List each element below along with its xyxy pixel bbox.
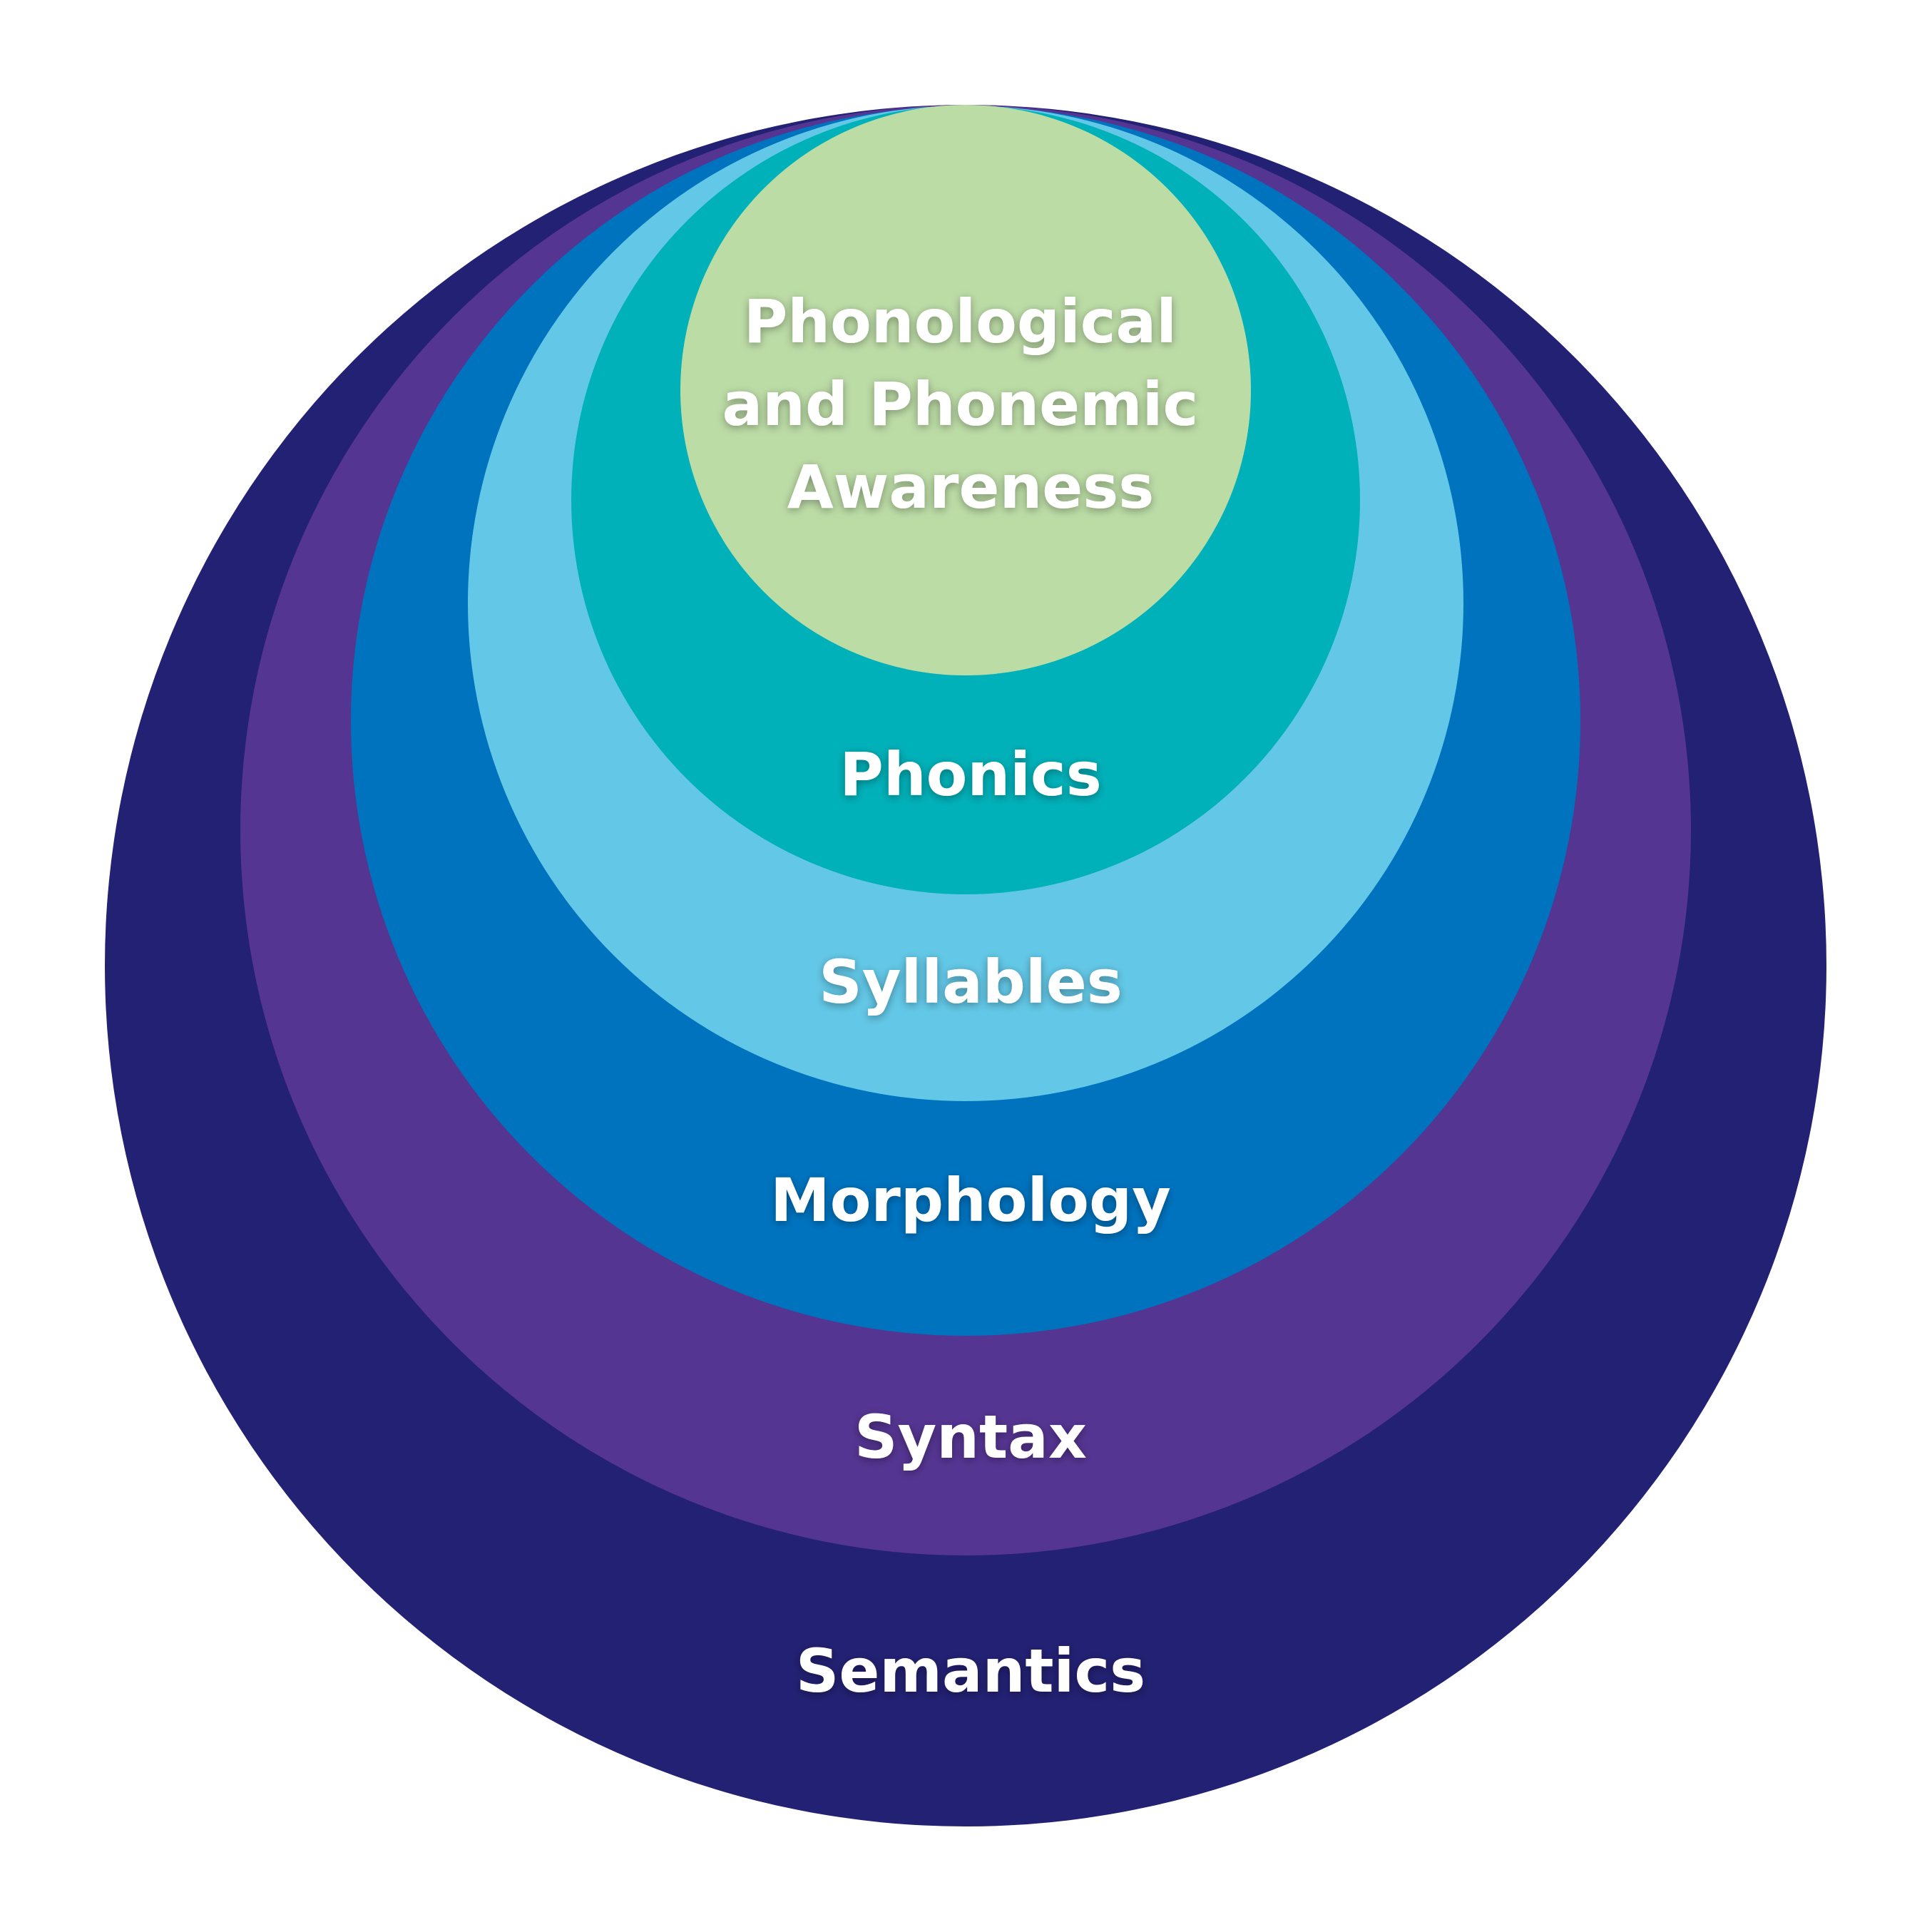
label-syllables: Syllables <box>819 947 1122 1017</box>
layer-phonological-circle <box>680 105 1251 675</box>
label-phonics: Phonics <box>839 740 1101 809</box>
label-phonological-line-3: Awareness <box>787 452 1154 522</box>
label-phonological-line-1: Phonological <box>744 287 1177 357</box>
label-morphology: Morphology <box>770 1165 1171 1235</box>
label-phonological: Phonological and Phonemic Awareness <box>722 287 1219 522</box>
label-phonological-line-2: and Phonemic <box>722 369 1198 439</box>
label-syntax: Syntax <box>854 1402 1087 1472</box>
label-semantics: Semantics <box>796 1636 1145 1706</box>
